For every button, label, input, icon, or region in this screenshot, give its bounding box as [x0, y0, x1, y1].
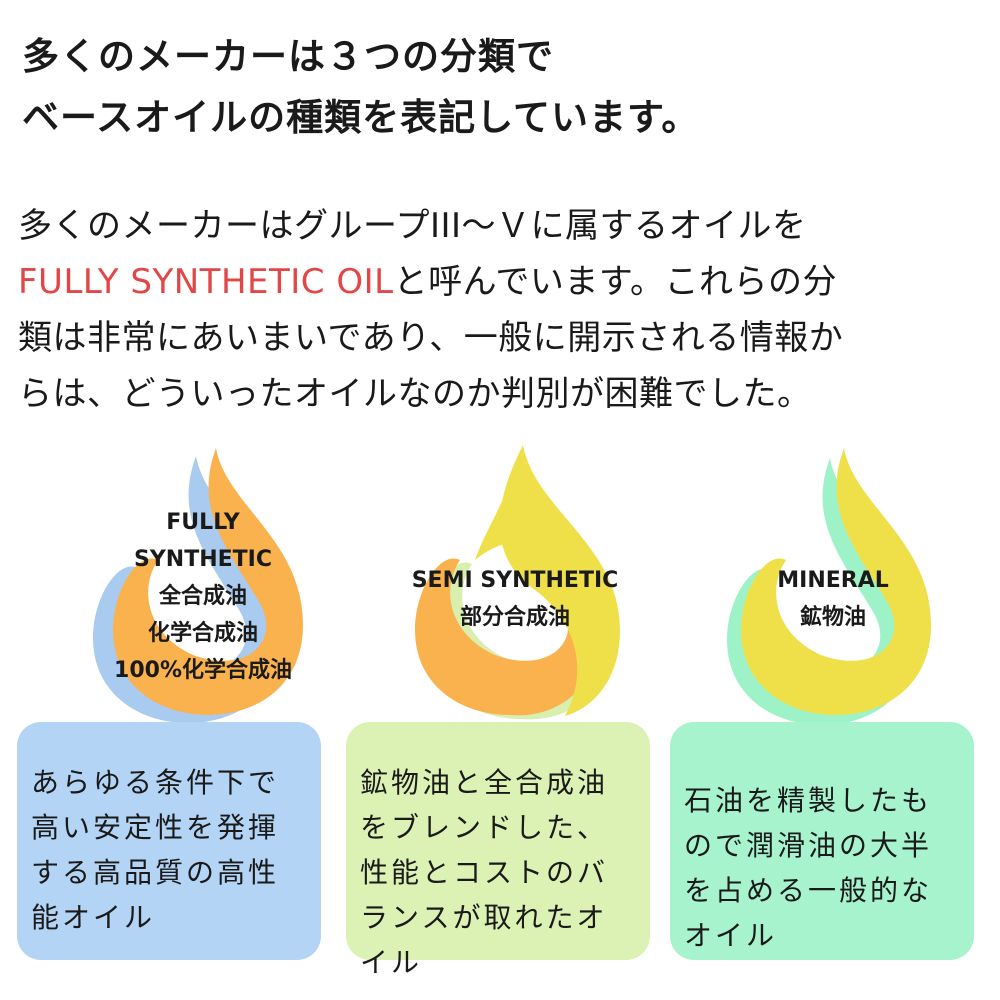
oil-drop-icon — [727, 448, 931, 725]
mineral-description: 石油を精製したもので潤滑油の大半を占める一般的なオイル — [684, 784, 933, 952]
intro-line-2-rest: と呼んでいます。これらの分 — [393, 262, 837, 302]
headline: 多くのメーカーは３つの分類で ベースオイルの種類を表記しています。 — [22, 26, 982, 148]
label-line: SYNTHETIC — [134, 547, 272, 572]
headline-line-2: ベースオイルの種類を表記しています。 — [22, 96, 700, 139]
fully-synthetic-drop: FULLY SYNTHETIC 全合成油 化学合成油 100%化学合成油 — [88, 440, 318, 730]
headline-line-1: 多くのメーカーは３つの分類で — [22, 35, 554, 78]
intro-paragraph: 多くのメーカーはグループIII～Ｖに属するオイルを FULLY SYNTHETI… — [18, 198, 978, 422]
mineral-drop: MINERAL 鉱物油 — [718, 440, 948, 730]
intro-line-2: FULLY SYNTHETIC OILと呼んでいます。これらの分 — [18, 254, 978, 310]
label-line: FULLY — [166, 510, 240, 535]
fully-synthetic-description: あらゆる条件下で高い安定性を発揮する高品質の高性能オイル — [31, 766, 280, 934]
intro-line-1: 多くのメーカーはグループIII～Ｖに属するオイルを — [18, 206, 807, 246]
mineral-card: 石油を精製したもので潤滑油の大半を占める一般的なオイル — [670, 722, 974, 960]
semi-synthetic-drop: SEMI SYNTHETIC 部分合成油 — [400, 440, 630, 730]
mineral-label: MINERAL 鉱物油 — [688, 562, 978, 636]
label-line: 全合成油 — [158, 584, 247, 609]
label-line: SEMI SYNTHETIC — [411, 568, 619, 593]
oil-drop-icon — [93, 448, 303, 723]
label-line: 部分合成油 — [459, 605, 570, 630]
fully-synthetic-oil-highlight: FULLY SYNTHETIC OIL — [18, 262, 394, 302]
semi-synthetic-description: 鉱物油と全合成油をブレンドした、性能とコストのバランスが取れたオイル — [360, 766, 609, 979]
fully-synthetic-label: FULLY SYNTHETIC 全合成油 化学合成油 100%化学合成油 — [58, 504, 348, 689]
label-line: 100%化学合成油 — [114, 658, 292, 683]
oil-drop-icon — [415, 445, 620, 720]
intro-line-3: 類は非常にあいまいであり、一般に開示される情報か — [18, 318, 844, 358]
semi-synthetic-label: SEMI SYNTHETIC 部分合成油 — [370, 562, 660, 636]
label-line: MINERAL — [777, 568, 889, 593]
intro-line-4: らは、どういったオイルなのか判別が困難でした。 — [18, 374, 812, 414]
semi-synthetic-card: 鉱物油と全合成油をブレンドした、性能とコストのバランスが取れたオイル — [346, 722, 650, 979]
label-line: 鉱物油 — [799, 605, 866, 630]
fully-synthetic-card: あらゆる条件下で高い安定性を発揮する高品質の高性能オイル — [17, 722, 321, 960]
label-line: 化学合成油 — [147, 621, 258, 646]
